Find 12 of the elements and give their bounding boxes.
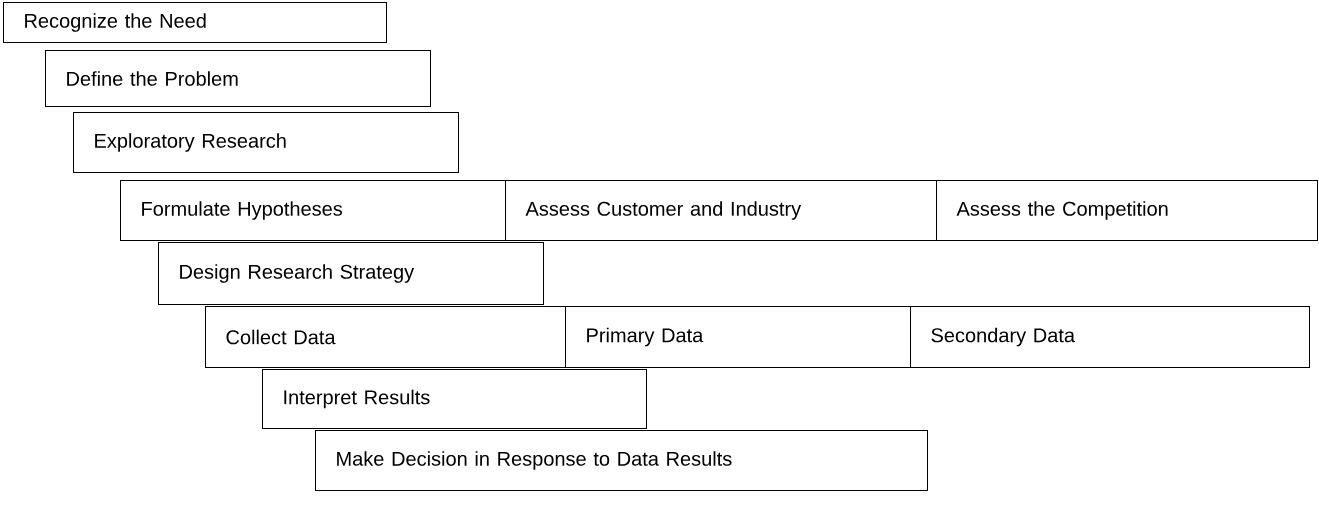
process-box: Design Research Strategy bbox=[158, 242, 544, 305]
process-box: Assess Customer and Industry bbox=[505, 180, 937, 241]
process-box: Define the Problem bbox=[45, 50, 431, 107]
process-box: Primary Data bbox=[565, 306, 911, 368]
process-box: Interpret Results bbox=[262, 369, 647, 429]
process-box: Formulate Hypotheses bbox=[120, 180, 506, 241]
process-box: Assess the Competition bbox=[936, 180, 1318, 241]
process-box: Exploratory Research bbox=[73, 112, 459, 173]
process-box: Collect Data bbox=[205, 306, 566, 368]
process-box: Recognize the Need bbox=[3, 2, 387, 43]
process-box: Secondary Data bbox=[910, 306, 1310, 368]
process-box: Make Decision in Response to Data Results bbox=[315, 430, 928, 491]
